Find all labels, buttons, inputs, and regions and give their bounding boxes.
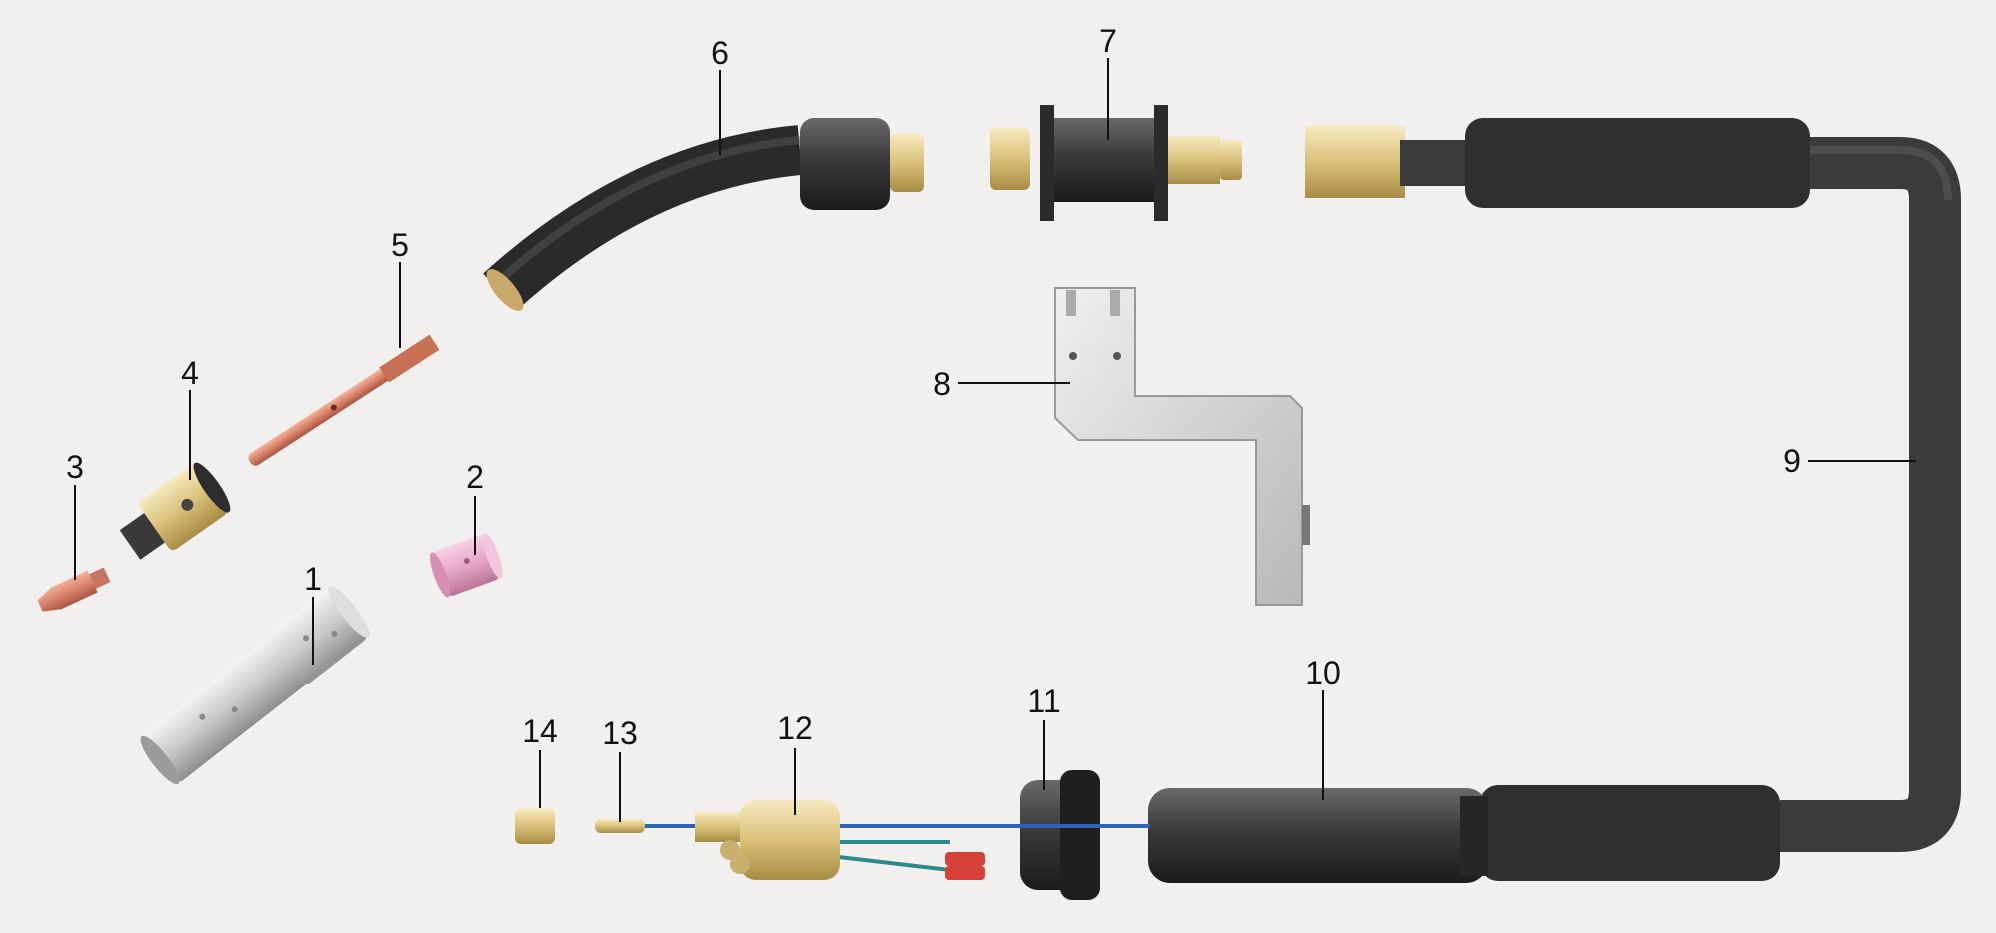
callout-2: 2 bbox=[466, 459, 484, 495]
callout-6: 6 bbox=[711, 35, 729, 71]
callout-14: 14 bbox=[522, 713, 558, 749]
part-14-bushing bbox=[515, 808, 555, 844]
callout-10: 10 bbox=[1305, 655, 1341, 691]
callout-9: 9 bbox=[1783, 443, 1801, 479]
leader-lines bbox=[74, 58, 1916, 822]
part-13-pin bbox=[595, 819, 690, 833]
part-11-nut bbox=[1020, 770, 1100, 900]
callout-3: 3 bbox=[66, 449, 84, 485]
part-10-handle bbox=[1148, 788, 1488, 883]
part-7-adapter bbox=[990, 105, 1242, 221]
callout-12: 12 bbox=[777, 710, 813, 746]
part-6-swan-neck bbox=[483, 118, 924, 311]
callout-7: 7 bbox=[1099, 23, 1117, 59]
callout-labels: 1 2 3 4 5 6 7 8 9 10 11 12 13 14 bbox=[66, 23, 1801, 751]
part-4-tip-holder bbox=[119, 462, 231, 560]
part-2-gas-diffuser bbox=[430, 533, 503, 598]
part-9-cable bbox=[1305, 118, 1961, 881]
callout-4: 4 bbox=[181, 355, 199, 391]
part-3-contact-tip bbox=[37, 567, 111, 612]
callout-5: 5 bbox=[391, 227, 409, 263]
callout-1: 1 bbox=[304, 561, 322, 597]
part-5-liner-tube bbox=[248, 334, 440, 466]
part-12-connector-plug bbox=[695, 800, 840, 880]
callout-11: 11 bbox=[1027, 683, 1060, 719]
callout-8: 8 bbox=[933, 366, 951, 402]
part-8-mounting-bracket bbox=[1054, 287, 1310, 606]
callout-13: 13 bbox=[602, 715, 638, 751]
part-1-gas-nozzle bbox=[140, 586, 370, 785]
